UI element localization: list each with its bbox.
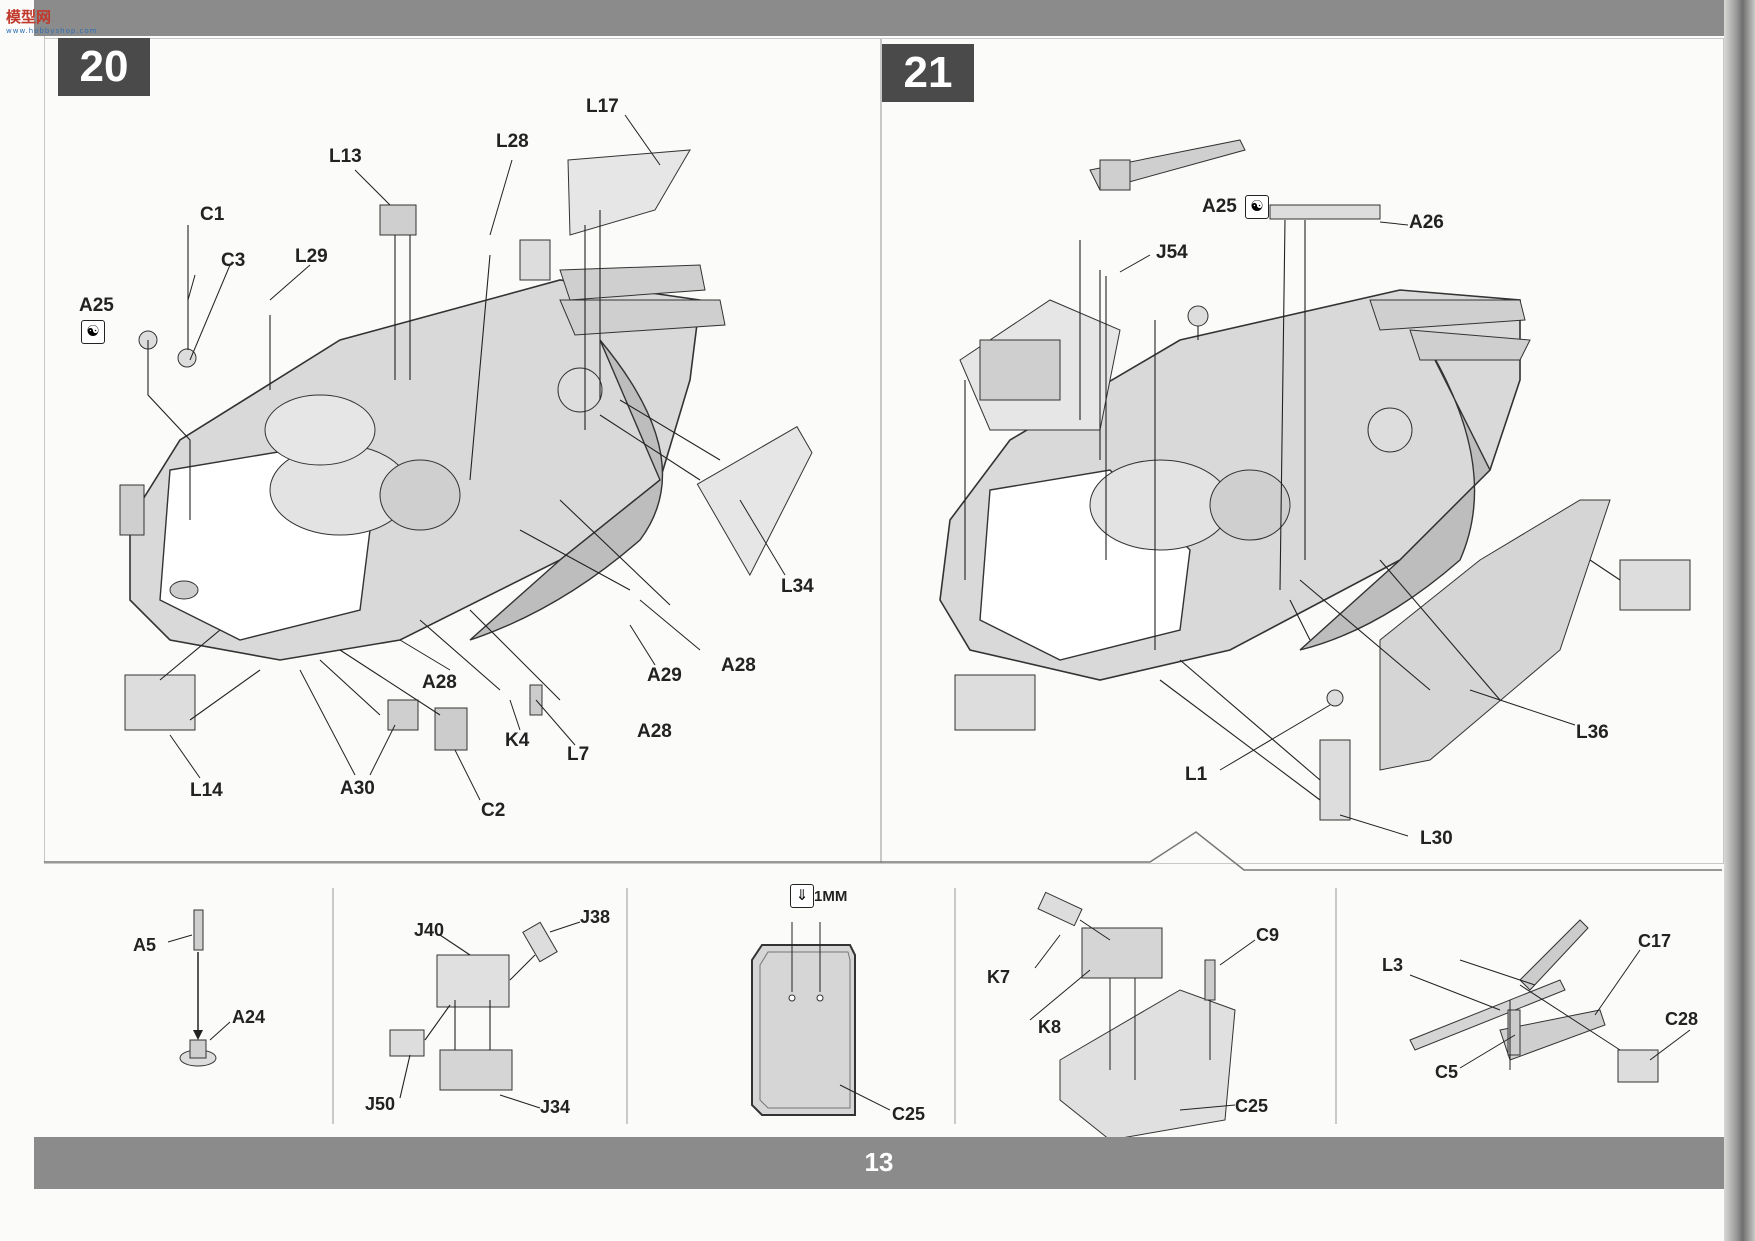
part-label: L28 — [496, 131, 529, 152]
part-label: A28 — [637, 721, 672, 742]
glue-icon: ☯ — [1245, 195, 1269, 219]
part-label: C9 — [1256, 925, 1280, 945]
part-label: C25 — [892, 1104, 926, 1124]
part-label: C17 — [1638, 931, 1672, 951]
footer-bar: 13 — [34, 1137, 1724, 1189]
part-label: A25 — [1202, 196, 1237, 217]
step-20-number: 20 — [58, 38, 150, 96]
part-label: L30 — [1420, 828, 1453, 849]
hull-step-21 — [939, 139, 1691, 837]
part-label: J54 — [1156, 242, 1188, 263]
sub-diagram-c — [751, 922, 891, 1116]
part-label: C1 — [200, 204, 225, 225]
part-label: L17 — [586, 96, 619, 117]
top-bar — [34, 0, 1724, 36]
part-label: K8 — [1038, 1017, 1062, 1037]
part-label: A5 — [133, 935, 157, 955]
part-label: L13 — [329, 146, 362, 167]
page-number: 13 — [864, 1147, 894, 1177]
part-label: A25 — [79, 295, 114, 316]
sub-diagram-e — [1409, 919, 1691, 1083]
hull-step-20 — [119, 114, 813, 801]
part-label: A30 — [340, 778, 375, 799]
part-label: C3 — [221, 250, 246, 271]
part-label: L29 — [295, 246, 328, 267]
part-label: C28 — [1665, 1009, 1699, 1029]
glue-icon: ☯ — [81, 320, 105, 344]
part-label: L34 — [781, 576, 814, 597]
part-label: C2 — [481, 800, 506, 821]
part-label: L3 — [1382, 955, 1404, 975]
part-label: A29 — [647, 665, 682, 686]
step-21-panel — [880, 38, 1724, 864]
part-label: L14 — [190, 780, 223, 801]
part-label: K7 — [987, 967, 1011, 987]
part-label: J50 — [365, 1094, 396, 1114]
page-edge — [1724, 0, 1755, 1241]
part-label: J34 — [540, 1097, 571, 1117]
part-label: J40 — [414, 920, 445, 940]
step-20-panel — [44, 38, 882, 864]
part-label: K4 — [505, 730, 530, 751]
sub-diagram-d — [1029, 891, 1256, 1141]
part-label: C5 — [1435, 1062, 1459, 1082]
drill-size-label: 1MM — [814, 888, 848, 905]
part-label: A28 — [721, 655, 756, 676]
step-21-number: 21 — [882, 44, 974, 102]
part-label: A26 — [1409, 212, 1444, 233]
drill-icon: ⇓ — [790, 884, 814, 908]
part-label: L7 — [567, 744, 590, 765]
part-label: L1 — [1185, 764, 1208, 785]
sub-diagram-a — [167, 909, 231, 1067]
sub-diagram-b — [389, 921, 581, 1109]
part-label: A28 — [422, 672, 457, 693]
part-label: A24 — [232, 1007, 266, 1027]
part-label: L36 — [1576, 722, 1609, 743]
part-label: C25 — [1235, 1096, 1269, 1116]
part-label: J38 — [580, 907, 611, 927]
